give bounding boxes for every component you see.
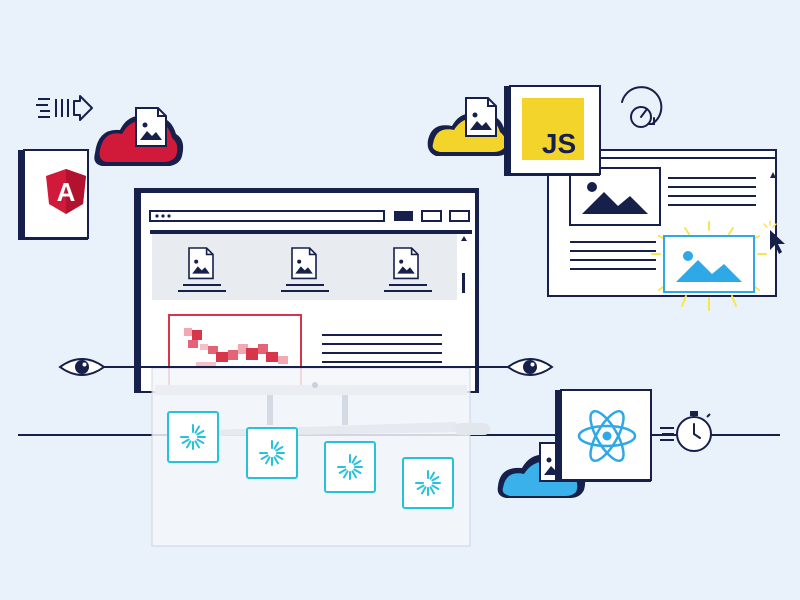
- image-file-icon: [188, 247, 214, 280]
- loading-tile-2: [246, 427, 298, 479]
- placeholder-image-3: [384, 247, 432, 292]
- placeholder-image-2: [281, 247, 329, 292]
- placeholder-image-1: [178, 247, 226, 292]
- loading-tile-1: [167, 411, 219, 463]
- image-file-icon: [393, 247, 419, 280]
- secondary-browser-window: [547, 149, 785, 311]
- browser-toolbar: [149, 210, 470, 222]
- eye-icon: [507, 358, 553, 376]
- react-logo-icon: [577, 409, 637, 463]
- toolbar-button-3[interactable]: [449, 210, 470, 222]
- fast-forward-arrow-icon: [36, 95, 93, 121]
- offscreen-content-area: [151, 367, 490, 547]
- javascript-label: JS: [542, 128, 576, 159]
- scrollbar-thumb[interactable]: [462, 273, 465, 293]
- image-thumbnail: [569, 167, 661, 226]
- text-block-right: [570, 177, 756, 270]
- cursor-icon: [770, 230, 785, 254]
- image-file-icon: [465, 97, 497, 137]
- image-file-icon: [135, 107, 167, 147]
- stopwatch-icon: [660, 411, 712, 452]
- loaded-image-highlight: [651, 221, 767, 311]
- image-icon: [683, 251, 693, 261]
- scrollbar[interactable]: [461, 236, 467, 293]
- toolbar-button-2[interactable]: [421, 210, 442, 222]
- angular-letter: A: [57, 177, 76, 207]
- image-file-icon: [291, 247, 317, 280]
- react-badge: [497, 389, 712, 498]
- angular-logo-icon: A: [46, 169, 86, 214]
- loading-tile-3: [324, 441, 376, 493]
- loading-tile-4: [402, 457, 454, 509]
- angular-badge: A: [18, 95, 184, 240]
- address-bar[interactable]: [149, 210, 385, 222]
- text-block: [322, 334, 442, 363]
- speedometer-icon: [621, 86, 663, 128]
- javascript-logo-icon: JS: [522, 98, 584, 160]
- eye-icon: [59, 358, 105, 376]
- main-browser-window: [134, 188, 479, 393]
- javascript-badge: JS: [427, 85, 663, 176]
- toolbar-button-1[interactable]: [394, 211, 413, 221]
- image-icon: [587, 182, 597, 192]
